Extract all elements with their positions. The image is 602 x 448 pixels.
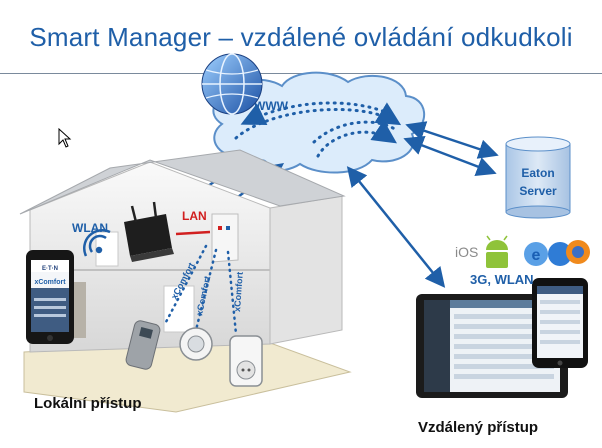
- phone-app-label: xComfort: [34, 279, 66, 286]
- slide-title: Smart Manager – vzdálené ovládání odkudk…: [29, 22, 573, 52]
- server-label-1: Eaton: [521, 166, 554, 180]
- remote-control-icon: [125, 320, 161, 370]
- globe-icon: [201, 53, 263, 115]
- browser-icons: e: [524, 240, 590, 266]
- android-icon: [486, 235, 508, 268]
- cloud-label: WWW: [254, 99, 289, 113]
- phone-icon: [26, 250, 74, 344]
- cursor-icon: [58, 128, 72, 148]
- dimmer-device-icon: [179, 327, 213, 361]
- server-icon: [505, 136, 571, 219]
- wifi-icon: [83, 229, 111, 257]
- server-label-2: Server: [519, 184, 557, 198]
- ios-label: iOS: [455, 244, 478, 260]
- xcomfort-link-label-3: xComfort: [232, 272, 245, 313]
- local-access-label: Lokální přístup: [34, 395, 142, 412]
- xcomfort-links: [164, 244, 238, 336]
- phone-brand: E·T·N: [42, 266, 58, 272]
- lan-label: LAN: [182, 209, 207, 223]
- lan-cable: [175, 230, 211, 236]
- router-icon: [124, 201, 174, 262]
- svg-text:e: e: [532, 247, 541, 264]
- cloud-connections: [234, 101, 402, 158]
- wlan-label: WLAN: [72, 221, 108, 235]
- socket-adapter-icon: [229, 335, 263, 387]
- remote-access-label: Vzdálený přístup: [418, 419, 538, 436]
- mobile-label: 3G, WLAN: [470, 272, 534, 287]
- remote-phone-icon: [532, 278, 588, 368]
